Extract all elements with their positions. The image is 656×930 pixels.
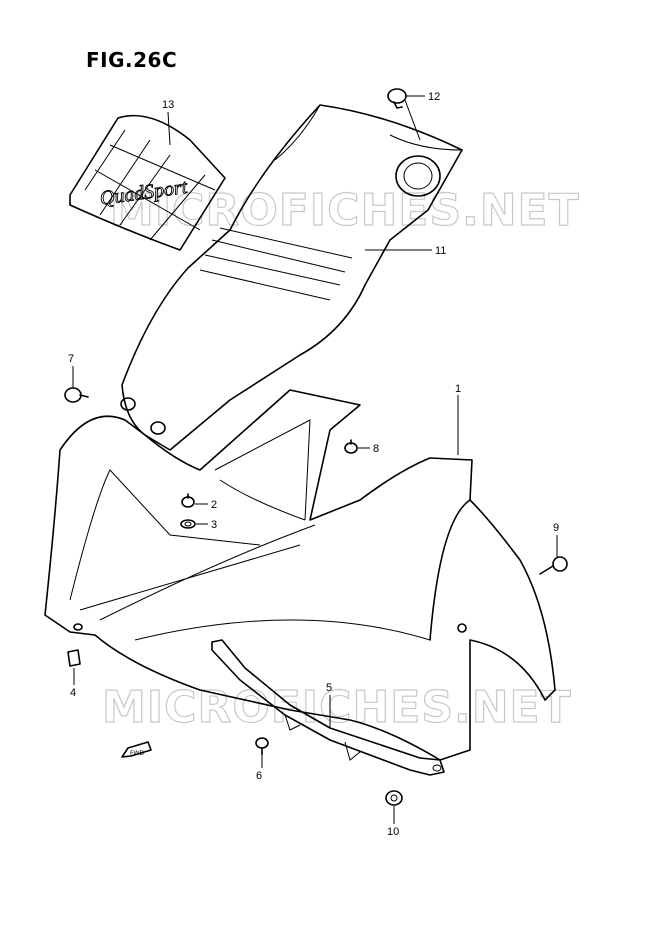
callout-1: 1 [455, 383, 461, 395]
callout-11: 11 [435, 245, 446, 257]
fwd-arrow-icon: FWD [121, 741, 152, 758]
nut-clip-part-4 [67, 649, 81, 667]
figure-title: FIG.26C [86, 48, 178, 72]
callout-12: 12 [428, 91, 440, 103]
callout-10: 10 [387, 826, 399, 838]
callout-6: 6 [256, 770, 262, 782]
leader-12 [404, 95, 425, 141]
bolt-part-12 [387, 88, 407, 109]
bracket-part-5 [211, 639, 445, 776]
front-cover-part-11 [120, 104, 463, 451]
front-fender-part-1 [44, 389, 556, 761]
callout-8: 8 [373, 443, 379, 455]
bolt-part-2 [181, 493, 195, 508]
fwd-label: FWD [130, 750, 144, 757]
callout-4: 4 [70, 687, 76, 699]
callout-13: 13 [162, 99, 174, 111]
nut-part-10 [385, 790, 403, 806]
callout-9: 9 [553, 522, 559, 534]
bolt-part-7 [64, 387, 89, 403]
leader-13 [167, 111, 171, 146]
bolt-part-9 [539, 556, 568, 575]
watermark-bottom: MICROFICHES.NET [102, 682, 572, 733]
callout-3: 3 [211, 519, 217, 531]
watermark-top: MICROFICHES.NET [110, 185, 580, 236]
callout-7: 7 [68, 353, 74, 365]
bolt-part-6 [255, 737, 269, 756]
washer-part-3 [180, 519, 196, 529]
callout-5: 5 [326, 682, 332, 694]
callout-2: 2 [211, 499, 217, 511]
bolt-part-8 [344, 439, 358, 454]
